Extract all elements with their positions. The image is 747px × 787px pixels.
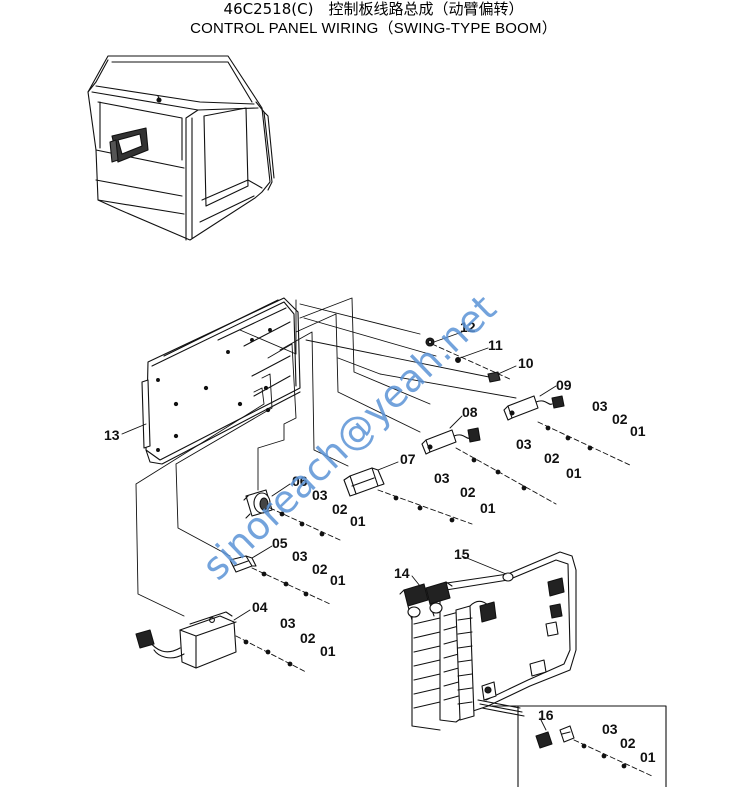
callout-12: 12 bbox=[460, 319, 476, 335]
part-09-relay bbox=[503, 395, 565, 421]
part-05-connector bbox=[229, 555, 257, 573]
part-08-relay bbox=[421, 427, 481, 455]
callout-16-01: 01 bbox=[640, 749, 656, 765]
callout-06: 06 bbox=[292, 473, 308, 489]
callout-08-01: 01 bbox=[566, 465, 582, 481]
title-chinese: 46C2518(C) 控制板线路总成（动臂偏转） bbox=[223, 0, 524, 18]
callout-06-03: 03 bbox=[312, 487, 328, 503]
part-16-inset bbox=[491, 705, 667, 787]
callout-06-02: 02 bbox=[332, 501, 348, 517]
callout-09: 09 bbox=[556, 377, 572, 393]
callout-pointers bbox=[121, 331, 557, 731]
title-english: CONTROL PANEL WIRING（SWING-TYPE BOOM） bbox=[190, 20, 557, 37]
part-04-control-box bbox=[135, 611, 237, 669]
callout-04-02: 02 bbox=[300, 630, 316, 646]
control-panel-plate bbox=[141, 297, 301, 465]
callout-05-01: 01 bbox=[330, 572, 346, 588]
callout-14: 14 bbox=[394, 565, 410, 581]
callout-16-03: 03 bbox=[602, 721, 618, 737]
callout-16-02: 02 bbox=[620, 735, 636, 751]
callout-16: 16 bbox=[538, 707, 554, 723]
callout-11: 11 bbox=[488, 337, 503, 353]
callout-05-02: 02 bbox=[312, 561, 328, 577]
callout-09-01: 01 bbox=[630, 423, 646, 439]
callout-04-01: 01 bbox=[320, 643, 336, 659]
callout-08: 08 bbox=[462, 404, 478, 420]
callout-08-02: 02 bbox=[544, 450, 560, 466]
callout-05-03: 03 bbox=[292, 548, 308, 564]
cab-enclosure bbox=[87, 55, 275, 241]
callout-04: 04 bbox=[252, 599, 268, 615]
part-11-washer bbox=[455, 357, 461, 363]
callout-07-03: 03 bbox=[434, 470, 450, 486]
callout-05: 05 bbox=[272, 535, 288, 551]
part-15-wiring-harness bbox=[411, 551, 577, 731]
callout-13: 13 bbox=[104, 427, 120, 443]
part-14-switch-cluster bbox=[399, 581, 453, 621]
callout-07: 07 bbox=[400, 451, 416, 467]
callout-labels: 13 12 11 10 09 03 02 01 08 03 02 01 07 0… bbox=[104, 319, 656, 765]
part-07-terminal-block bbox=[343, 467, 385, 497]
callout-06-01: 01 bbox=[350, 513, 366, 529]
callout-10: 10 bbox=[518, 355, 534, 371]
leader-lines bbox=[135, 297, 517, 617]
callout-07-02: 02 bbox=[460, 484, 476, 500]
callout-04-03: 03 bbox=[280, 615, 296, 631]
callout-15: 15 bbox=[454, 546, 470, 562]
callout-09-03: 03 bbox=[592, 398, 608, 414]
fastener-dots bbox=[243, 425, 627, 769]
callout-09-02: 02 bbox=[612, 411, 628, 427]
callout-07-01: 01 bbox=[480, 500, 496, 516]
callout-08-03: 03 bbox=[516, 436, 532, 452]
part-06-switch bbox=[243, 489, 273, 519]
